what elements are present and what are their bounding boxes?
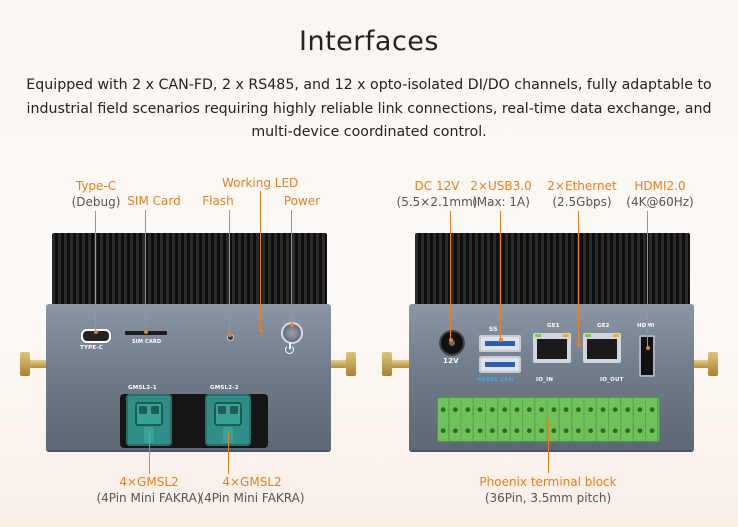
power-icon [285, 345, 294, 354]
ge2-label: GE2 [597, 323, 610, 329]
callout-dc-spec: (5.5×2.1mm) [396, 195, 478, 209]
callout-hdmi-spec: (4K@60Hz) [626, 195, 694, 209]
callout-gmsl-1-name: 4×GMSL2 [119, 475, 179, 489]
left-heatsink [52, 233, 327, 306]
callout-typec-name: Type-C [75, 179, 117, 193]
callout-power-name: Power [283, 194, 321, 208]
callout-flash: Flash [198, 193, 238, 209]
left-antenna-left [20, 352, 50, 376]
callout-phoenix: Phoenix terminal block (36Pin, 3.5mm pit… [470, 474, 626, 506]
callout-gmsl-1-spec: (4Pin Mini FAKRA) [96, 491, 202, 505]
callout-phoenix-name: Phoenix terminal block [479, 475, 617, 489]
rs485-label: RS485 [477, 377, 498, 383]
can-label: CAN [500, 377, 514, 383]
callout-typec-spec: (Debug) [71, 195, 121, 209]
page-title: Interfaces [299, 26, 439, 57]
right-antenna-right [688, 352, 718, 376]
callout-usb: 2×USB3.0 (Max: 1A) [466, 178, 536, 210]
right-heatsink [415, 233, 690, 306]
leader-typec [95, 211, 96, 332]
leader-power [291, 210, 292, 324]
ge1-label: GE1 [547, 323, 560, 329]
usb-port-2[interactable] [479, 356, 521, 373]
right-antenna-left [382, 352, 412, 376]
page-description: Equipped with 2 x CAN-FD, 2 x RS485, and… [26, 77, 712, 140]
leader-usb [500, 211, 501, 339]
io-in-label: IO_IN [536, 377, 554, 383]
callout-usb-spec: (Max: 1A) [472, 195, 530, 209]
callout-gmsl-2-name: 4×GMSL2 [222, 475, 282, 489]
callout-gmsl-2: 4×GMSL2 (4Pin Mini FAKRA) [197, 474, 307, 506]
callout-flash-name: Flash [202, 194, 234, 208]
usb-label: SS [489, 326, 498, 333]
ethernet-port-1[interactable] [533, 333, 571, 363]
io-out-label: IO_OUT [600, 377, 624, 383]
callout-sim-name: SIM Card [127, 194, 181, 208]
dc-jack-label: 12V [443, 357, 459, 365]
leader-led [260, 191, 261, 330]
callout-power: Power [280, 193, 324, 209]
sim-slot-label: SIM CARD [132, 339, 162, 345]
leader-dc [450, 211, 451, 339]
left-antenna-right [326, 352, 356, 376]
callout-eth-spec: (2.5Gbps) [552, 195, 612, 209]
hdmi-label: HDMI [637, 323, 655, 329]
callout-usb-name: 2×USB3.0 [470, 179, 532, 193]
callout-gmsl-1: 4×GMSL2 (4Pin Mini FAKRA) [68, 474, 230, 506]
leader-hdmi [647, 211, 648, 347]
ethernet-port-2[interactable] [583, 333, 621, 363]
typec-port-label: TYPE-C [80, 345, 104, 351]
leader-flash [229, 210, 230, 334]
callout-eth-name: 2×Ethernet [547, 179, 617, 193]
leader-sim [145, 210, 146, 332]
dc-jack[interactable] [439, 330, 465, 356]
leader-gmsl-1 [149, 432, 150, 474]
leader-gmsl-2 [228, 432, 229, 474]
callout-hdmi: HDMI2.0 (4K@60Hz) [626, 178, 694, 210]
callout-hdmi-name: HDMI2.0 [634, 179, 686, 193]
callout-dc-name: DC 12V [414, 179, 460, 193]
gmsl-2-label: GMSL2-2 [210, 385, 239, 391]
gmsl-1-label: GMSL2-1 [128, 385, 157, 391]
callout-gmsl-2-spec: (4Pin Mini FAKRA) [199, 491, 305, 505]
callout-led-name: Working LED [222, 176, 299, 190]
leader-eth [578, 211, 579, 344]
callout-typec: Type-C (Debug) [64, 178, 128, 210]
callout-led: Working LED [222, 175, 298, 191]
leader-phoenix [548, 419, 549, 473]
callout-phoenix-spec: (36Pin, 3.5mm pitch) [484, 491, 612, 505]
callout-eth: 2×Ethernet (2.5Gbps) [544, 178, 620, 210]
callout-dc: DC 12V (5.5×2.1mm) [387, 178, 487, 210]
callout-sim: SIM Card [124, 193, 184, 209]
